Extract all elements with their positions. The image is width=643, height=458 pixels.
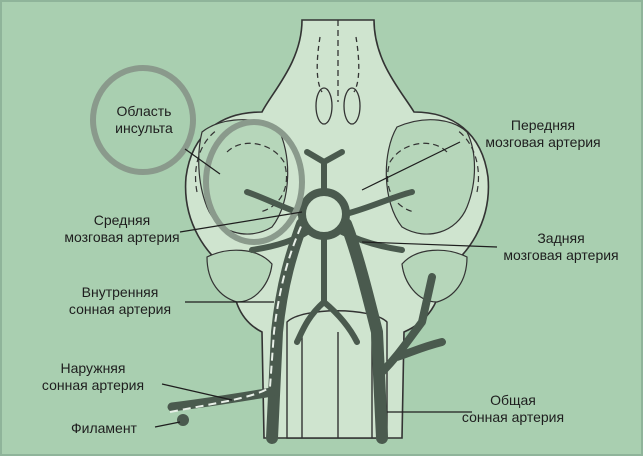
common-carotid-artery-label: Общая сонная артерия [450, 392, 576, 426]
filament-label: Филамент [59, 420, 149, 437]
external-carotid-artery-label: Наружняя сонная артерия [33, 360, 153, 394]
anterior-cerebral-artery-label: Передняя мозговая артерия [458, 117, 628, 151]
posterior-cerebral-artery-label: Задняя мозговая артерия [481, 230, 641, 264]
stroke-area-label: Область инсульта [94, 103, 194, 137]
middle-cerebral-artery-label: Средняя мозговая артерия [60, 212, 184, 246]
external-carotid-artery [172, 392, 272, 407]
filament-tip [177, 414, 189, 426]
internal-carotid-artery-label: Внутренняя сонная артерия [60, 284, 180, 318]
